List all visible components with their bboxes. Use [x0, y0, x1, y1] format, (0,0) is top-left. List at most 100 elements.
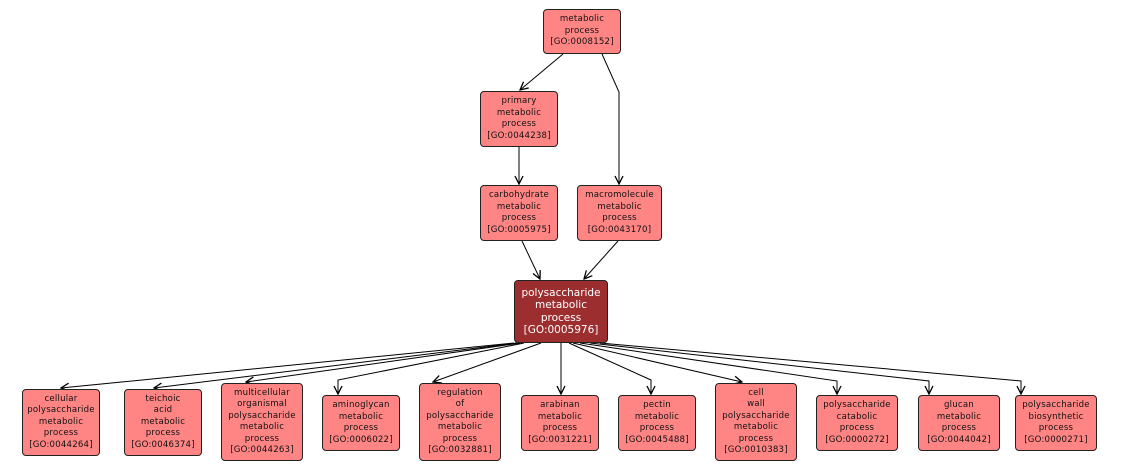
go-term-label: process — [602, 213, 637, 223]
go-term-label: metabolic — [535, 299, 587, 311]
go-term-label: metabolic — [733, 422, 779, 432]
go-term-label: process — [639, 423, 675, 433]
go-term-label: polysaccharide — [27, 405, 95, 416]
go-id-label: [GO:0000272] — [825, 434, 889, 445]
go-id-label: [GO:0045488] — [625, 434, 689, 445]
go-term-label: organismal — [237, 399, 287, 409]
go-id-label: [GO:0044042] — [927, 434, 991, 445]
edge-n0043170-to-n0005976 — [584, 240, 619, 279]
go-term-label: metabolic — [936, 411, 982, 422]
go-term-label: metabolic — [496, 201, 542, 212]
go-term-label: metabolic — [559, 14, 605, 25]
go-term-label: process — [540, 311, 582, 324]
edge-n0005976-to-n0000271 — [599, 342, 1021, 394]
go-term-label: of — [455, 399, 465, 409]
edge-n0005976-to-n0010383 — [572, 342, 742, 382]
go-id-label: [GO:0031221] — [528, 434, 592, 445]
go-term-label: process — [501, 119, 537, 129]
edge-n0005975-to-n0005976 — [521, 240, 540, 279]
go-term-label: polysaccharide — [228, 410, 296, 421]
go-term-label: process — [839, 423, 875, 433]
go-term-label: metabolic — [338, 411, 384, 422]
edge-n0005976-to-n0000272 — [579, 342, 837, 394]
edge-n0005976-to-n0044263 — [246, 342, 521, 382]
go-id-label: [GO:0006022] — [329, 434, 393, 445]
go-term-label: polysaccharide — [722, 410, 790, 421]
go-term-label: process — [343, 423, 379, 433]
go-term-label: metabolic — [496, 107, 542, 118]
go-id-label: [GO:0008152] — [550, 37, 614, 48]
go-id-label: [GO:0000271] — [1024, 434, 1088, 445]
go-term-label: aminoglycan — [332, 400, 390, 410]
go-term-label: metabolic — [537, 411, 583, 422]
go-term-label: catabolic — [836, 411, 878, 422]
go-term-label: process — [501, 213, 537, 223]
go-term-label: process — [43, 428, 79, 439]
go-term-label: multicellular — [234, 387, 290, 398]
go-term-label: process — [145, 428, 181, 439]
go-term-label: carbohydrate — [488, 190, 550, 200]
go-term-label: polysaccharide — [521, 286, 601, 299]
go-term-label: metabolic — [38, 416, 84, 427]
go-term-label: regulation — [437, 387, 483, 398]
go-term-label: process — [1038, 423, 1074, 433]
go-id-label: [GO:0043170] — [587, 224, 652, 235]
go-term-label: biosynthetic — [1028, 411, 1084, 422]
go-term-label: metabolic — [239, 422, 285, 432]
go-term-label: acid — [153, 405, 173, 416]
go-term-label: process — [542, 423, 578, 433]
go-id-label: [GO:0044238] — [487, 130, 551, 141]
go-term-label: metabolic — [437, 422, 483, 432]
go-term-label: polysaccharide — [426, 410, 494, 421]
edge-n0005976-to-n0032881 — [433, 342, 542, 382]
go-term-label: process — [244, 433, 280, 444]
go-term-label: pectin — [643, 400, 671, 410]
edge-n0008152-to-n0043170 — [601, 53, 619, 184]
go-term-label: process — [564, 25, 600, 36]
go-id-label: [GO:0044264] — [29, 439, 93, 450]
edge-n0005976-to-n0044042 — [589, 342, 929, 394]
go-term-label: arabinan — [540, 400, 580, 410]
go-term-label: process — [738, 433, 774, 444]
go-id-label: [GO:0005975] — [487, 224, 551, 235]
go-id-label: [GO:0044263] — [230, 445, 294, 455]
edge-n0005976-to-n0046374 — [154, 342, 518, 388]
edge-n0005976-to-n0006022 — [338, 342, 525, 394]
go-term-label: wall — [747, 399, 765, 409]
go-term-label: process — [442, 433, 478, 444]
go-id-label: [GO:0032881] — [428, 445, 492, 455]
edge-n0005976-to-n0044264 — [61, 342, 515, 388]
go-id-label: [GO:0010383] — [724, 445, 788, 455]
go-term-label: teichoic — [145, 393, 181, 404]
edge-n0008152-to-n0044238 — [520, 53, 564, 90]
go-term-label: metabolic — [140, 416, 186, 427]
go-term-label: cellular — [44, 393, 78, 404]
go-term-label: polysaccharide — [1022, 400, 1090, 410]
go-term-label: metabolic — [634, 411, 680, 422]
go-term-label: cell — [748, 387, 764, 398]
go-term-label: macromolecule — [585, 190, 654, 200]
go-term-label: polysaccharide — [823, 400, 891, 410]
go-term-label: glucan — [944, 400, 974, 410]
go-term-label: metabolic — [597, 201, 642, 212]
go-term-label: process — [941, 423, 977, 433]
edge-n0005976-to-n0045488 — [568, 342, 651, 394]
